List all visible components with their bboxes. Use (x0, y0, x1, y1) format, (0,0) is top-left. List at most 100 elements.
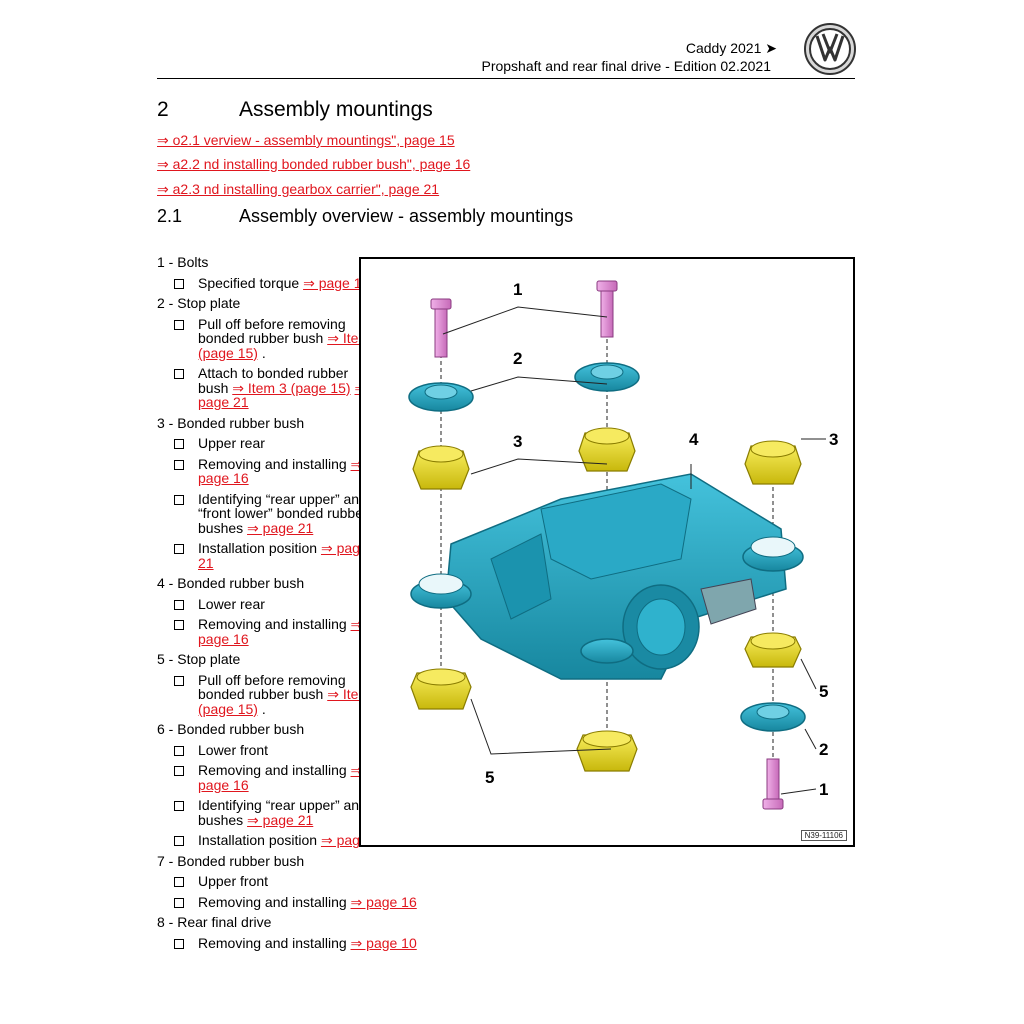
checkbox-icon (174, 766, 184, 776)
vw-logo (804, 23, 856, 75)
bullet-text: Removing and installing (198, 616, 351, 632)
checkbox-icon (174, 675, 184, 686)
section-number: 2.1 (157, 206, 183, 226)
checkbox-icon (174, 836, 184, 846)
item-legend: 1 - Bolts Specified torque ⇒ page 10 2 -… (157, 255, 540, 956)
page-ref-link[interactable]: ⇒ page 16 (198, 762, 363, 793)
rubber-bush-icon (578, 427, 636, 472)
checkbox-icon (174, 319, 184, 330)
item-title: 3 - Bonded rubber bush (157, 414, 305, 431)
bullet: Upper rear (157, 436, 393, 451)
callout-label: 4 (689, 430, 699, 449)
bullet: Pull off before removing bonded rubber b… (157, 671, 393, 717)
page-ref-link[interactable]: ⇒ page 16 (198, 616, 363, 647)
bullet-text: Attach to bonded rubber bush (198, 365, 349, 396)
item-title: 5 - Stop plate (157, 651, 241, 667)
callout-label: 3 (829, 430, 838, 449)
checkbox-icon (174, 494, 184, 505)
assembly-figure: 1 2 3 4 3 5 2 1 5 N39-11106 (359, 257, 855, 847)
bolt-icon (762, 758, 784, 810)
checkbox-icon (174, 599, 184, 610)
rubber-bush-icon (412, 445, 470, 490)
link-bonded-rubber-bush[interactable]: ⇒ a2.2 nd installing bonded rubber bush"… (157, 156, 471, 172)
page-ref-link[interactable]: ⇒ page 10 (303, 274, 370, 291)
bullet-text: Specified torque (198, 274, 304, 291)
page-ref-link[interactable]: ⇒ Item 3 (page 15) (232, 379, 351, 396)
header-edition: Propshaft and rear final drive - Edition… (481, 58, 771, 74)
checkbox-icon (174, 278, 184, 289)
legend-item-2: 2 - Stop plate Pull off before removing … (157, 296, 527, 410)
bullet: Removing and installing ⇒ page 16 (157, 893, 528, 910)
link-overview[interactable]: ⇒ o2.1 verview - assembly mountings", pa… (157, 132, 455, 148)
bullet-tail: . (257, 700, 266, 717)
bullet: Removing and installing ⇒ page 16 (157, 455, 378, 486)
item-title: 1 - Bolts (157, 254, 209, 270)
item-title: 2 - Stop plate (157, 295, 241, 311)
bullet-text: Upper rear (198, 435, 265, 451)
chapter-title: Assembly mountings (239, 98, 433, 121)
checkbox-icon (174, 877, 184, 887)
legend-item-8: 8 - Rear final drive Removing and instal… (157, 915, 527, 950)
legend-item-3: 3 - Bonded rubber bush Upper rear Removi… (157, 414, 527, 571)
leader-lines (442, 306, 826, 795)
callout-label: 5 (485, 768, 494, 787)
chapter-number: 2 (157, 98, 169, 121)
checkbox-icon (174, 897, 184, 908)
page-ref-link[interactable]: ⇒ page 21 (198, 540, 368, 571)
stop-plate-icon (574, 362, 640, 392)
bullet-text: Identifying “rear upper” and “front lowe… (198, 490, 368, 536)
callout-label: 5 (819, 682, 828, 701)
header-model: Caddy 2021 ➤ (685, 40, 777, 56)
page-ref-link[interactable]: ⇒ page 21 (247, 519, 314, 536)
item-title: 6 - Bonded rubber bush (157, 721, 305, 737)
legend-item-1: 1 - Bolts Specified torque ⇒ page 10 (157, 255, 527, 290)
bullet-text: Pull off before removing bonded rubber b… (198, 671, 346, 702)
bullet-text: Lower front (198, 741, 269, 758)
rubber-bush-icon (576, 730, 638, 772)
bolt-icon (430, 298, 452, 358)
bullet: Pull off before removing bonded rubber b… (157, 315, 393, 361)
page-ref-link[interactable]: ⇒ page 16 (350, 893, 417, 910)
callout-label: 3 (513, 432, 522, 451)
rubber-bush-icon (744, 632, 802, 668)
rear-final-drive (410, 473, 804, 680)
bullet-text: Installation position (198, 540, 321, 556)
bullet: Attach to bonded rubber bush ⇒ Item 3 (p… (157, 366, 378, 410)
rubber-bush-icon (410, 668, 472, 710)
checkbox-icon (174, 439, 184, 449)
checkbox-icon (174, 369, 184, 379)
checkbox-icon (174, 459, 184, 470)
checkbox-icon (174, 938, 184, 949)
bullet-text: Lower rear (198, 595, 265, 612)
callout-label: 1 (513, 280, 522, 299)
bolt-icon (596, 280, 618, 338)
item-title: 4 - Bonded rubber bush (157, 575, 305, 591)
bullet-text: Pull off before removing bonded rubber b… (198, 315, 346, 346)
bullet: Specified torque ⇒ page 10 (157, 274, 393, 291)
bullet-text: Removing and installing (198, 455, 351, 472)
checkbox-icon (174, 620, 184, 630)
stop-plate-icon (740, 702, 806, 732)
bullet: Upper front (157, 874, 528, 889)
callout-label: 2 (819, 740, 828, 759)
exploded-view-drawing: 1 2 3 4 3 5 2 1 5 (408, 280, 838, 810)
item-title: 7 - Bonded rubber bush (157, 852, 305, 869)
bullet: Removing and installing ⇒ page 16 (157, 763, 378, 792)
legend-item-7: 7 - Bonded rubber bush Upper front Remov… (157, 852, 528, 910)
page-ref-link[interactable]: ⇒ page 16 (198, 455, 363, 486)
page-ref-link[interactable]: ⇒ page 21 (247, 811, 314, 828)
bullet-text: Removing and installing (198, 934, 351, 951)
checkbox-icon (174, 544, 184, 554)
page-header: Caddy 2021 ➤ Propshaft and rear final dr… (157, 23, 856, 79)
bullet: Installation position ⇒ page 21 (157, 541, 378, 570)
bullet: Removing and installing ⇒ page 10 (157, 934, 528, 951)
rubber-bush-icon (744, 440, 802, 485)
bullet: Removing and installing ⇒ page 16 (157, 617, 378, 646)
section-title: Assembly overview - assembly mountings (239, 206, 574, 226)
stop-plate-icon (408, 382, 474, 412)
callout-label: 1 (819, 780, 828, 799)
bullet: Lower rear (157, 595, 393, 612)
checkbox-icon (174, 801, 184, 811)
page-ref-link[interactable]: ⇒ page 10 (350, 934, 417, 951)
link-gearbox-carrier[interactable]: ⇒ a2.3 nd installing gearbox carrier", p… (157, 181, 440, 197)
